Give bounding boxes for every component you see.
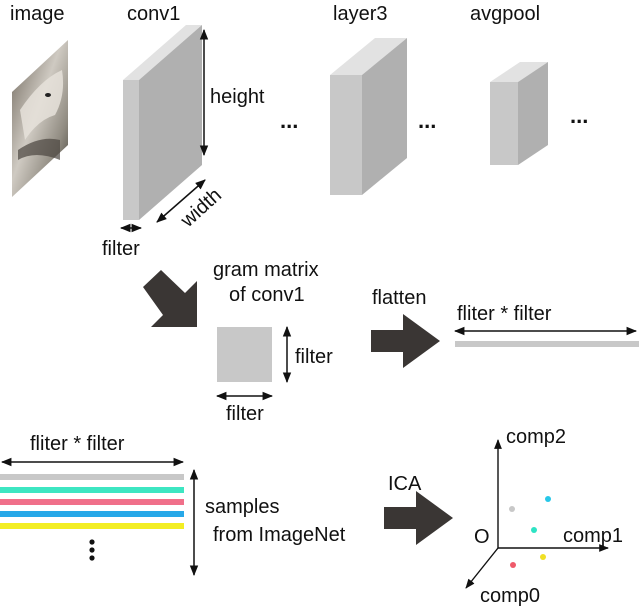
vertical-ellipsis [89,539,95,561]
width-arrow [156,179,206,223]
sample-stripes [0,474,184,529]
avgpool-label: avgpool [470,3,540,25]
comp1-label: comp1 [563,525,623,547]
ellipsis-1: ... [280,108,298,133]
width-label: width [176,184,226,232]
avgpool-block [490,62,548,165]
point-red [510,562,516,568]
conv1-block [123,25,202,220]
gram-matrix-label-line1: gram matrix [213,259,319,281]
component-axes [465,439,609,589]
flattened-vector [455,341,639,347]
comp0-axis [465,547,499,589]
sample-stripe-teal [0,487,184,493]
image-label: image [10,3,64,25]
sample-stripe-gray [0,474,184,480]
point-gray [509,506,515,512]
layer3-label: layer3 [333,3,387,25]
thick-arrow-icon [143,270,197,327]
ellipsis-3: ... [570,103,588,128]
flattened-width-label: fliter * filter [457,303,552,325]
gram-matrix-square [217,327,272,382]
conv1-label: conv1 [127,3,180,25]
gram-filter-label-vertical: filter [295,346,333,368]
gram-filter-label-horizontal: filter [226,403,264,425]
point-cyan [545,496,551,502]
comp2-label: comp2 [506,426,566,448]
ellipsis-2: ... [418,108,436,133]
ica-label: ICA [388,473,422,495]
point-yellow [540,554,546,560]
thick-arrow-icon [384,491,453,545]
samples-label-line1: samples [205,496,279,518]
layer3-block [330,38,407,195]
sample-stripe-yellow [0,523,184,529]
thick-arrow-icon [371,314,440,368]
sample-stripe-blue [0,511,184,517]
flatten-label: flatten [372,287,426,309]
sample-stripe-red [0,499,184,505]
samples-width-label: fliter * filter [30,433,125,455]
point-teal [531,527,537,533]
height-label: height [210,86,265,108]
samples-label-line2: from ImageNet [213,524,346,546]
gram-matrix-label-line2: of conv1 [229,284,305,306]
filter-label-conv1: filter [102,238,140,260]
dog-photo [12,40,68,197]
origin-label: O [474,526,490,548]
comp0-label: comp0 [480,585,540,607]
